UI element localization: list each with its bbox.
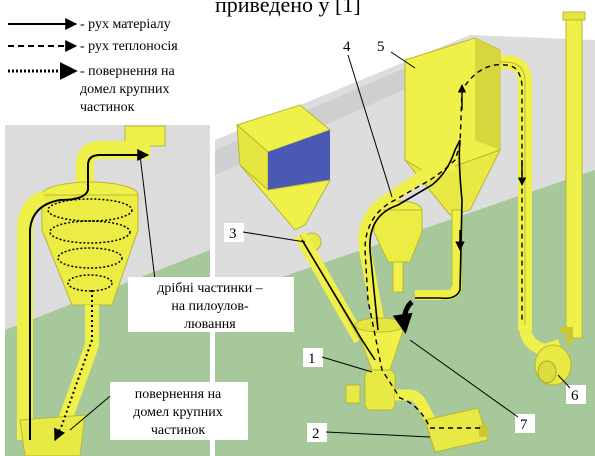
num-4: 4 [343, 39, 351, 55]
coarse-callout-line-3: частинок [151, 423, 206, 438]
num-6: 6 [571, 388, 579, 404]
fine-callout-line-3: лювання [184, 317, 236, 332]
num-7: 7 [520, 417, 528, 433]
fan-hub [538, 361, 556, 383]
legend-return-line-1: - повернення на [80, 64, 176, 79]
fine-callout-line-1: дрібні частинки – [157, 281, 263, 296]
heater-end [479, 425, 488, 437]
mill-cone-top [355, 318, 405, 332]
separator-outlet [393, 262, 403, 292]
coarse-callout-line-2: домел крупних [133, 405, 223, 420]
fine-callout-line-2: на пилоулов- [171, 299, 249, 314]
legend-material-label: - рух матеріалу [80, 17, 171, 32]
coarse-callout-line-1: повернення на [135, 387, 222, 402]
legend-heat-label: - рух теплоносія [80, 39, 178, 54]
num-5: 5 [377, 39, 385, 55]
legend-return-line-3: частинок [80, 100, 135, 115]
stack-cap [563, 12, 585, 20]
header-fragment: приведено у [1] [215, 0, 361, 17]
num-3: 3 [229, 226, 237, 242]
mill-body [365, 370, 395, 410]
mill-side-unit [346, 385, 360, 403]
num-1: 1 [308, 351, 316, 367]
dust-collector-side [475, 38, 500, 150]
legend: - рух матеріалу - рух теплоносія - повер… [0, 14, 205, 122]
exhaust-stack [566, 18, 582, 338]
main-plant-scene [215, 12, 595, 456]
legend-return-line-2: домел крупних [80, 82, 170, 97]
num-2: 2 [312, 426, 320, 442]
